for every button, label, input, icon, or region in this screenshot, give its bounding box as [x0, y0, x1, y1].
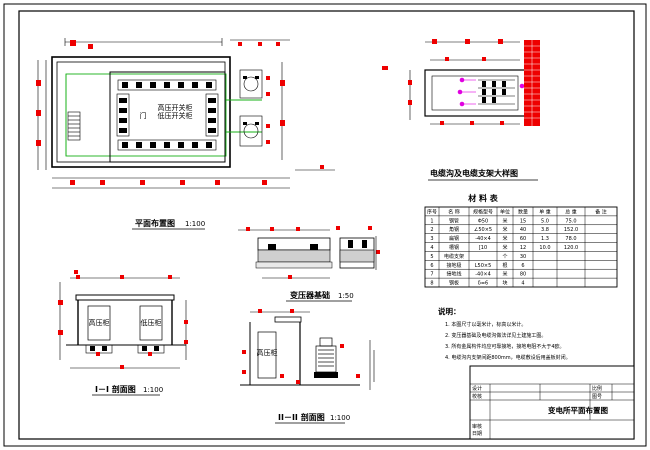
materials-header: 备 注: [595, 208, 607, 215]
plan-label-high: 高压开关柜: [158, 103, 193, 112]
materials-cell: 接地线: [446, 271, 461, 278]
materials-cell: 米: [502, 271, 507, 278]
tb-sheet: 图号: [592, 394, 602, 400]
materials-cell: 10.0: [539, 245, 550, 251]
section1-title: I－I 剖面图: [95, 384, 136, 394]
note-4: 4. 电缆沟内支架间距800mm，电缆敷设后用盖板封闭。: [445, 354, 571, 361]
materials-cell: 块: [502, 280, 507, 287]
tb-design: 设计: [472, 385, 482, 392]
materials-cell: 5.0: [541, 218, 549, 224]
materials-cell: 3.8: [541, 227, 549, 233]
materials-cell: 个: [502, 254, 507, 260]
materials-cell: 30: [520, 254, 526, 260]
materials-cell: 6: [521, 263, 524, 269]
materials-cell: 12: [520, 245, 526, 251]
materials-cell: δ=6: [478, 281, 488, 287]
materials-cell: 2: [430, 227, 433, 233]
plan-label-door: 门: [140, 111, 147, 120]
materials-cell: 米: [502, 217, 507, 224]
materials-cell: 米: [502, 244, 507, 251]
plan-view: 高压开关柜 低压开关柜 门 平面布置图 1:100: [36, 38, 335, 230]
materials-cell: 4: [521, 281, 524, 287]
materials-cell: 1.3: [541, 236, 549, 242]
inner-border: [18, 10, 635, 440]
section2-scale: 1:100: [330, 414, 350, 422]
materials-cell: 40: [520, 227, 526, 233]
plan-scale: 1:100: [185, 220, 205, 228]
materials-cell: 角钢: [449, 226, 459, 233]
materials-header: 总 重: [565, 208, 577, 215]
tb-approve: 审核: [472, 423, 482, 430]
materials-header: 数量: [518, 208, 528, 215]
outer-border: [3, 3, 647, 447]
sec1-box-right: 低压柜: [141, 318, 162, 327]
note-1: 1. 本图尺寸以毫米计，标高以米计。: [445, 321, 526, 328]
materials-cell: 152.0: [564, 227, 578, 233]
materials-cell: 78.0: [565, 236, 576, 242]
materials-cell: 4: [430, 245, 433, 251]
materials-cell: 米: [502, 226, 507, 233]
materials-cell: 1: [430, 218, 433, 224]
materials-cell: 3: [430, 236, 433, 242]
materials-cell: 8: [430, 281, 433, 287]
materials-cell: 扁钢: [449, 235, 459, 242]
materials-cell: -40×4: [475, 236, 491, 242]
materials-cell: [10: [479, 245, 487, 251]
foundation-title: 变压器基础: [290, 290, 330, 300]
materials-header: 名 称: [448, 208, 460, 215]
sec1-box-left: 高压柜: [89, 318, 110, 327]
materials-cell: 槽钢: [449, 244, 459, 251]
foundation-scale: 1:50: [338, 292, 354, 300]
materials-cell: 15: [520, 218, 526, 224]
section2-title: II－II 剖面图: [278, 412, 325, 422]
materials-cell: 120.0: [564, 245, 578, 251]
materials-header: 序号: [427, 208, 437, 215]
materials-cell: 60: [520, 236, 526, 242]
materials-cell: 接地极: [446, 262, 461, 269]
tb-drawing-name: 变电所平面布置图: [548, 405, 608, 415]
note-2: 2. 变压器基础及电缆沟做法详见土建施工图。: [445, 332, 546, 339]
cable-trench-detail: 电缆沟及电缆支架大样图: [382, 39, 540, 181]
foundation-detail: 变压器基础 1:50: [238, 226, 380, 302]
materials-header: 规格型号: [473, 208, 493, 215]
materials-cell: 电缆支架: [444, 253, 464, 260]
tb-date: 日期: [472, 431, 482, 437]
section1-scale: 1:100: [143, 386, 163, 394]
title-block: 设计 校核 比例 图号 审核 日期 变电所平面布置图: [469, 365, 635, 440]
materials-cell: 7: [430, 272, 433, 278]
section-2: 高压柜 II－II 剖面图 1:100: [240, 309, 375, 424]
materials-header: 单 重: [539, 208, 551, 215]
materials-cell: ∠50×5: [474, 227, 492, 233]
plan-label-low: 低压开关柜: [158, 111, 193, 120]
notes: 说明： 1. 本图尺寸以毫米计，标高以米计。 2. 变压器基础及电缆沟做法详见土…: [438, 306, 571, 361]
materials-cell: 钢管: [449, 217, 459, 224]
materials-cell: 5: [430, 254, 433, 260]
materials-table: 材 料 表 序号 名 称 规格型号单位 数量 单 重 总 重 备 注 1 钢管 Φ50 米 15 5.0…: [424, 193, 618, 288]
sec2-box: 高压柜: [257, 348, 278, 357]
materials-cell: -40×4: [475, 272, 491, 278]
notes-heading: 说明：: [438, 306, 461, 316]
materials-cell: Φ50: [478, 218, 488, 224]
materials-cell: 米: [502, 235, 507, 242]
tb-scale: 比例: [592, 385, 602, 392]
materials-cell: L50×5: [475, 263, 492, 269]
plan-title: 平面布置图: [135, 218, 175, 228]
materials-header: 单位: [500, 208, 510, 215]
materials-cell: 根: [502, 262, 507, 269]
materials-cell: 75.0: [565, 218, 576, 224]
detail-title: 电缆沟及电缆支架大样图: [430, 168, 518, 178]
materials-title: 材 料 表: [468, 193, 499, 203]
section-1: 高压柜 低压柜 I－I 剖面图 1:100: [58, 270, 188, 396]
note-3: 3. 所有金属构件均应可靠接地，接地电阻不大于4欧。: [445, 343, 565, 350]
materials-cell: 钢板: [449, 280, 459, 287]
tb-check: 校核: [472, 393, 482, 400]
materials-cell: 6: [430, 263, 433, 269]
materials-cell: 80: [520, 272, 526, 278]
